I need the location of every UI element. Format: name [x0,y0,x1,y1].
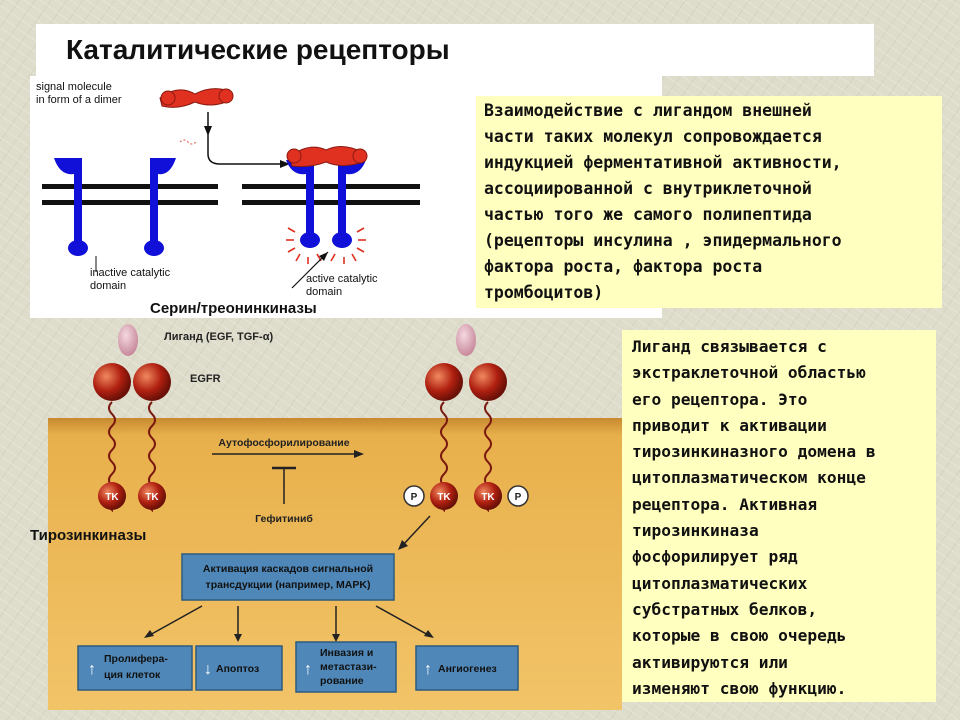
signal-molecule-label-2: in form of a dimer [36,94,122,106]
bound-ligand [286,146,368,167]
inactive-receptor-1 [54,158,88,256]
egfr-label: EGFR [190,373,221,385]
up-arrow-icon: ↑ [304,661,312,678]
signal-molecule-dimer [159,88,234,108]
tk-domain-3: TK [437,492,451,503]
outcome-arrows [147,605,431,637]
egfr-receptor-left: TK TK [93,324,171,513]
phosphate-right [507,485,529,507]
svg-text:ция клеток: ция клеток [104,669,161,681]
down-arrow-icon: ↓ [204,661,212,678]
up-arrow-icon: ↑ [424,661,432,678]
outcome-invasion: ↑ Инвазия и метастази- рование [295,641,397,693]
ligand-left [118,324,138,356]
inactive-receptor-2 [144,158,176,256]
outcome-apoptosis: ↓ Апоптоз [195,645,283,691]
svg-text:Ангиогенез: Ангиогенез [438,663,497,675]
outcome-proliferation: ↑ Пролифера- ция клеток [77,645,193,691]
svg-text:Пролифера-: Пролифера- [104,653,168,665]
egfr-signaling-diagram: Лиганд (EGF, TGF-α) EGFR TK TK TK TK P P… [48,324,622,710]
cascade-label-2: трансдукции (например, MAPK) [206,579,371,591]
svg-text:рование: рование [320,675,364,687]
active-domain-label-2: domain [306,286,342,298]
transition-arrowhead [280,160,290,168]
inactive-domain-label-1: inactive catalytic [90,267,171,279]
inactive-domain-label-2: domain [90,280,126,292]
phosphate-right-label: P [515,492,522,503]
membrane-left [42,184,218,205]
svg-text:Инвазия и: Инвазия и [320,647,373,659]
membrane-right [242,184,420,205]
activity-burst-left [286,227,322,264]
up-arrow-icon: ↑ [88,661,96,678]
autophosphorylation-label: Аутофосфорилирование [218,437,349,449]
slide-title: Каталитические рецепторы [36,24,874,76]
active-receptor-pair [286,160,366,248]
transition-arrow [207,112,280,165]
phosphate-left [403,485,425,507]
gefitinib-label: Гефитиниб [255,513,313,525]
ligand-binding-note: Лиганд связывается с экстраклеточной обл… [622,330,936,702]
activation-arrow [401,515,431,547]
tk-domain-2: TK [145,492,159,503]
outcome-angiogenesis: ↑ Ангиогенез [415,645,519,691]
cascade-label-1: Активация каскадов сигнальной [203,563,373,575]
tk-domain-4: TK [481,492,495,503]
active-domain-label-1: active catalytic [306,273,378,285]
ligand-label: Лиганд (EGF, TGF-α) [164,331,273,343]
activity-burst-right [330,227,366,264]
svg-text:Апоптоз: Апоптоз [216,663,259,675]
signal-molecule-label-1: signal molecule [36,81,112,93]
egfr-receptor-right: TK TK P P [403,324,529,513]
svg-text:метастази-: метастази- [320,661,377,673]
cascade-box: Активация каскадов сигнальной трансдукци… [181,553,395,601]
serine-threonine-kinase-label: Серин/треонинкиназы [150,300,317,317]
ligand-interaction-note: Взаимодействие с лигандом внешней части … [476,96,942,308]
ligand-right [456,324,476,356]
tyrosine-kinase-label: Тирозинкиназы [30,527,147,544]
tk-domain-1: TK [105,492,119,503]
phosphate-left-label: P [411,492,418,503]
